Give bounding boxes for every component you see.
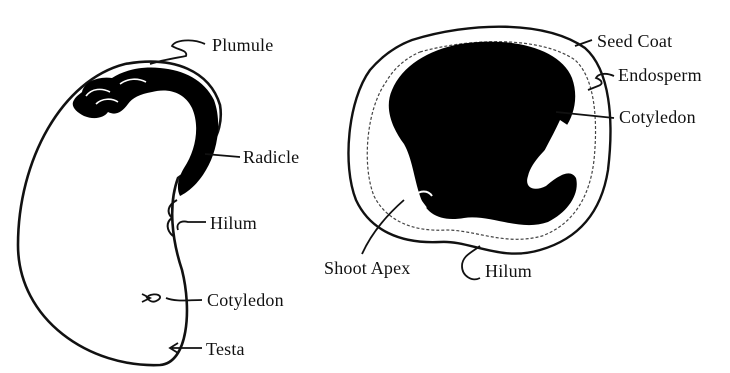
label-seed-coat: Seed Coat [597, 32, 672, 50]
leader-hilum-right [462, 246, 480, 279]
bean-seed [18, 40, 240, 365]
leader-shoot-apex [362, 200, 404, 254]
label-cotyledon-right: Cotyledon [619, 108, 696, 126]
label-cotyledon-left: Cotyledon [207, 291, 284, 309]
leader-endosperm [588, 74, 614, 90]
label-plumule: Plumule [212, 36, 273, 54]
label-radicle: Radicle [243, 148, 299, 166]
label-hilum-right: Hilum [485, 262, 532, 280]
maize-seed [348, 27, 614, 280]
leader-cotyledon-left [142, 294, 202, 302]
leader-hilum-left [177, 221, 206, 230]
label-shoot-apex: Shoot Apex [324, 259, 411, 277]
label-testa: Testa [206, 340, 245, 358]
leader-testa [170, 343, 202, 353]
leader-plumule [150, 40, 205, 64]
maize-cotyledon-mass [389, 42, 577, 225]
label-hilum-left: Hilum [210, 214, 257, 232]
embryo-axis [73, 67, 218, 196]
label-endosperm: Endosperm [618, 66, 702, 84]
